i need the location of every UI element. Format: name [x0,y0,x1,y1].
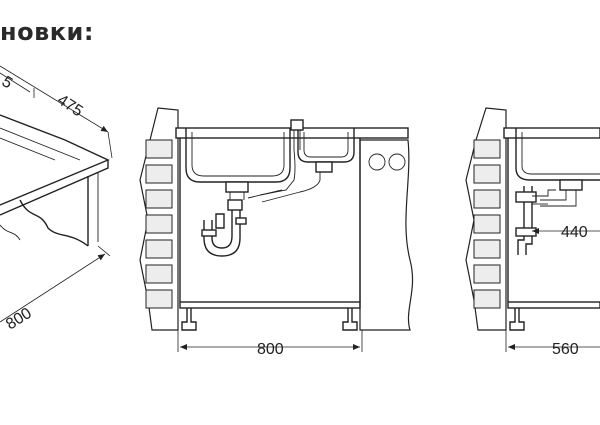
right-brick-wall [473,139,501,309]
left-brick-wall [145,139,173,309]
side-width-label: 560 [552,341,579,358]
height-label: 440 [561,224,588,241]
front-width-label: 800 [257,341,284,358]
depth-partial-label: 5 [0,73,15,92]
isometric-view: 5 475 800 [0,65,113,334]
side-view: 440 560 [465,107,600,358]
section-heading: новки: [0,18,94,46]
width-label: 800 [3,305,35,334]
front-view: 800 [139,107,414,358]
